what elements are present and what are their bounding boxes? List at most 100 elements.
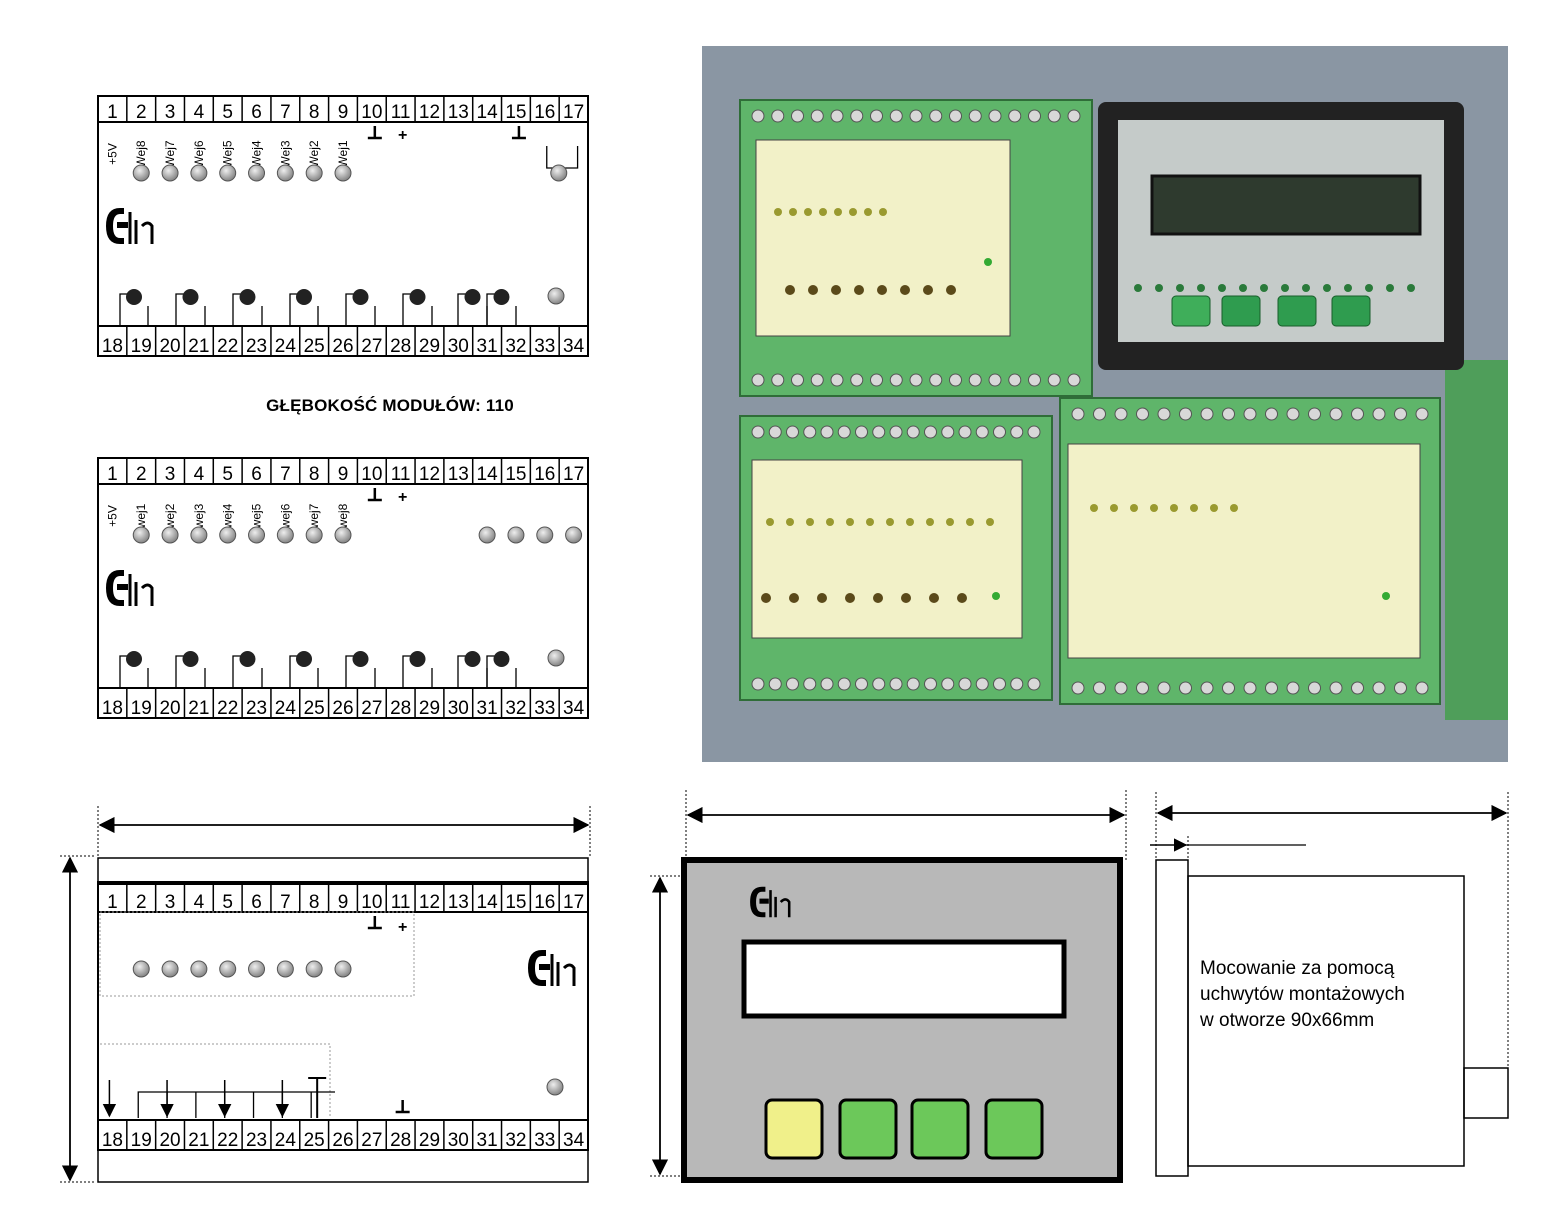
side-connector <box>1463 1067 1509 1119</box>
input-label: Wej5 <box>221 140 235 167</box>
input-label: Wej2 <box>307 140 321 167</box>
wyj9-led <box>550 164 568 182</box>
output-led <box>873 593 883 603</box>
terminal-number: 3 <box>165 464 176 485</box>
photo-pki-led <box>1365 284 1373 292</box>
terminal-number: 15 <box>505 102 526 123</box>
terminal-screw <box>958 677 972 691</box>
input-led <box>219 526 237 544</box>
output-led <box>877 285 887 295</box>
input-led <box>774 208 782 216</box>
terminal-number: 5 <box>222 464 233 485</box>
input-led <box>276 960 294 978</box>
power-led <box>1382 592 1390 600</box>
terminal-screw <box>968 109 982 123</box>
terminal-number: 9 <box>338 464 349 485</box>
terminal-number: 13 <box>448 892 469 913</box>
photo-pki-led <box>1218 284 1226 292</box>
logo-mark <box>117 222 128 228</box>
terminal-number: 32 <box>505 336 526 357</box>
photo-pki-led <box>1134 284 1142 292</box>
pca2-bottom-flange <box>97 1149 589 1183</box>
terminal-screw <box>830 109 844 123</box>
power-led <box>547 287 565 305</box>
terminal-screw <box>1286 407 1300 421</box>
photo-pki-led <box>1344 284 1352 292</box>
photo-pki-button <box>1277 295 1317 327</box>
mki2-bottom-terminal-strip <box>97 325 589 357</box>
terminal-screw <box>1071 407 1085 421</box>
logo-mark <box>128 574 154 606</box>
photo-pki-led <box>1239 284 1247 292</box>
terminal-screw <box>771 373 785 387</box>
rme2-outline <box>97 457 589 719</box>
terminal-screw <box>850 373 864 387</box>
terminal-screw <box>791 373 804 387</box>
terminal-number: 24 <box>275 336 297 357</box>
terminal-number: 14 <box>477 464 499 485</box>
input-led <box>161 960 179 978</box>
terminal-number: 24 <box>275 1130 297 1151</box>
terminal-number: 3 <box>165 892 176 913</box>
terminal-screw <box>1265 681 1278 695</box>
terminal-screw <box>1243 407 1257 421</box>
input-led <box>305 164 323 182</box>
terminal-number: 12 <box>419 102 440 123</box>
terminal-screw <box>924 677 937 691</box>
terminal-screw <box>1394 681 1407 695</box>
terminal-screw <box>1008 109 1022 123</box>
terminal-screw <box>1071 681 1085 695</box>
terminal-screw <box>1047 373 1061 387</box>
terminal-number: 29 <box>419 336 440 357</box>
input-led <box>1110 504 1118 512</box>
input-led <box>190 526 208 544</box>
terminal-number: 15 <box>505 892 526 913</box>
terminal-screw <box>1067 373 1081 387</box>
output-led <box>493 289 510 305</box>
terminal-screw <box>1093 407 1106 421</box>
terminal-screw <box>975 425 989 439</box>
input-led <box>305 960 323 978</box>
terminal-screw <box>771 109 785 123</box>
power-led <box>984 258 992 266</box>
terminal-number: 28 <box>390 698 411 719</box>
input-led <box>161 164 179 182</box>
terminal-number: 30 <box>448 698 469 719</box>
terminal-screw <box>949 373 962 387</box>
terminal-screw <box>1222 407 1235 421</box>
input-label: Wej3 <box>278 140 292 167</box>
inputs-group-box <box>99 911 415 997</box>
terminal-number: 14 <box>477 102 499 123</box>
terminal-number: 12 <box>419 892 440 913</box>
terminal-screw <box>1157 681 1171 695</box>
terminal-screw <box>786 425 799 439</box>
terminal-number: 30 <box>448 1130 469 1151</box>
terminal-screw <box>889 373 903 387</box>
input-label: wej3 <box>192 503 206 529</box>
input-label: wej1 <box>134 503 148 529</box>
input-label: Wej6 <box>192 140 206 167</box>
terminal-number: 34 <box>563 1130 585 1151</box>
output-led <box>817 593 827 603</box>
output-led <box>845 593 855 603</box>
terminal-number: 21 <box>188 1130 209 1151</box>
input-label: wej6 <box>278 503 292 529</box>
terminal-screw <box>1093 681 1106 695</box>
keypad-button <box>910 1098 970 1160</box>
input-label: wej7 <box>307 503 321 529</box>
photo-pki-display <box>1150 174 1422 236</box>
terminal-number: 20 <box>159 698 180 719</box>
terminal-number: 1 <box>107 102 118 123</box>
input-led <box>846 518 854 526</box>
mount-note-line: w otworze 90x66mm <box>1199 1010 1374 1031</box>
photo-pki-led <box>1386 284 1394 292</box>
input-led <box>926 518 934 526</box>
terminal-screw <box>1200 407 1214 421</box>
output-led <box>808 285 818 295</box>
terminal-screw <box>810 373 824 387</box>
elbit-logo <box>106 208 154 244</box>
module-label <box>751 459 1023 639</box>
terminal-screw <box>768 677 782 691</box>
logo-mark <box>769 890 791 918</box>
elbit-logo <box>106 570 154 606</box>
